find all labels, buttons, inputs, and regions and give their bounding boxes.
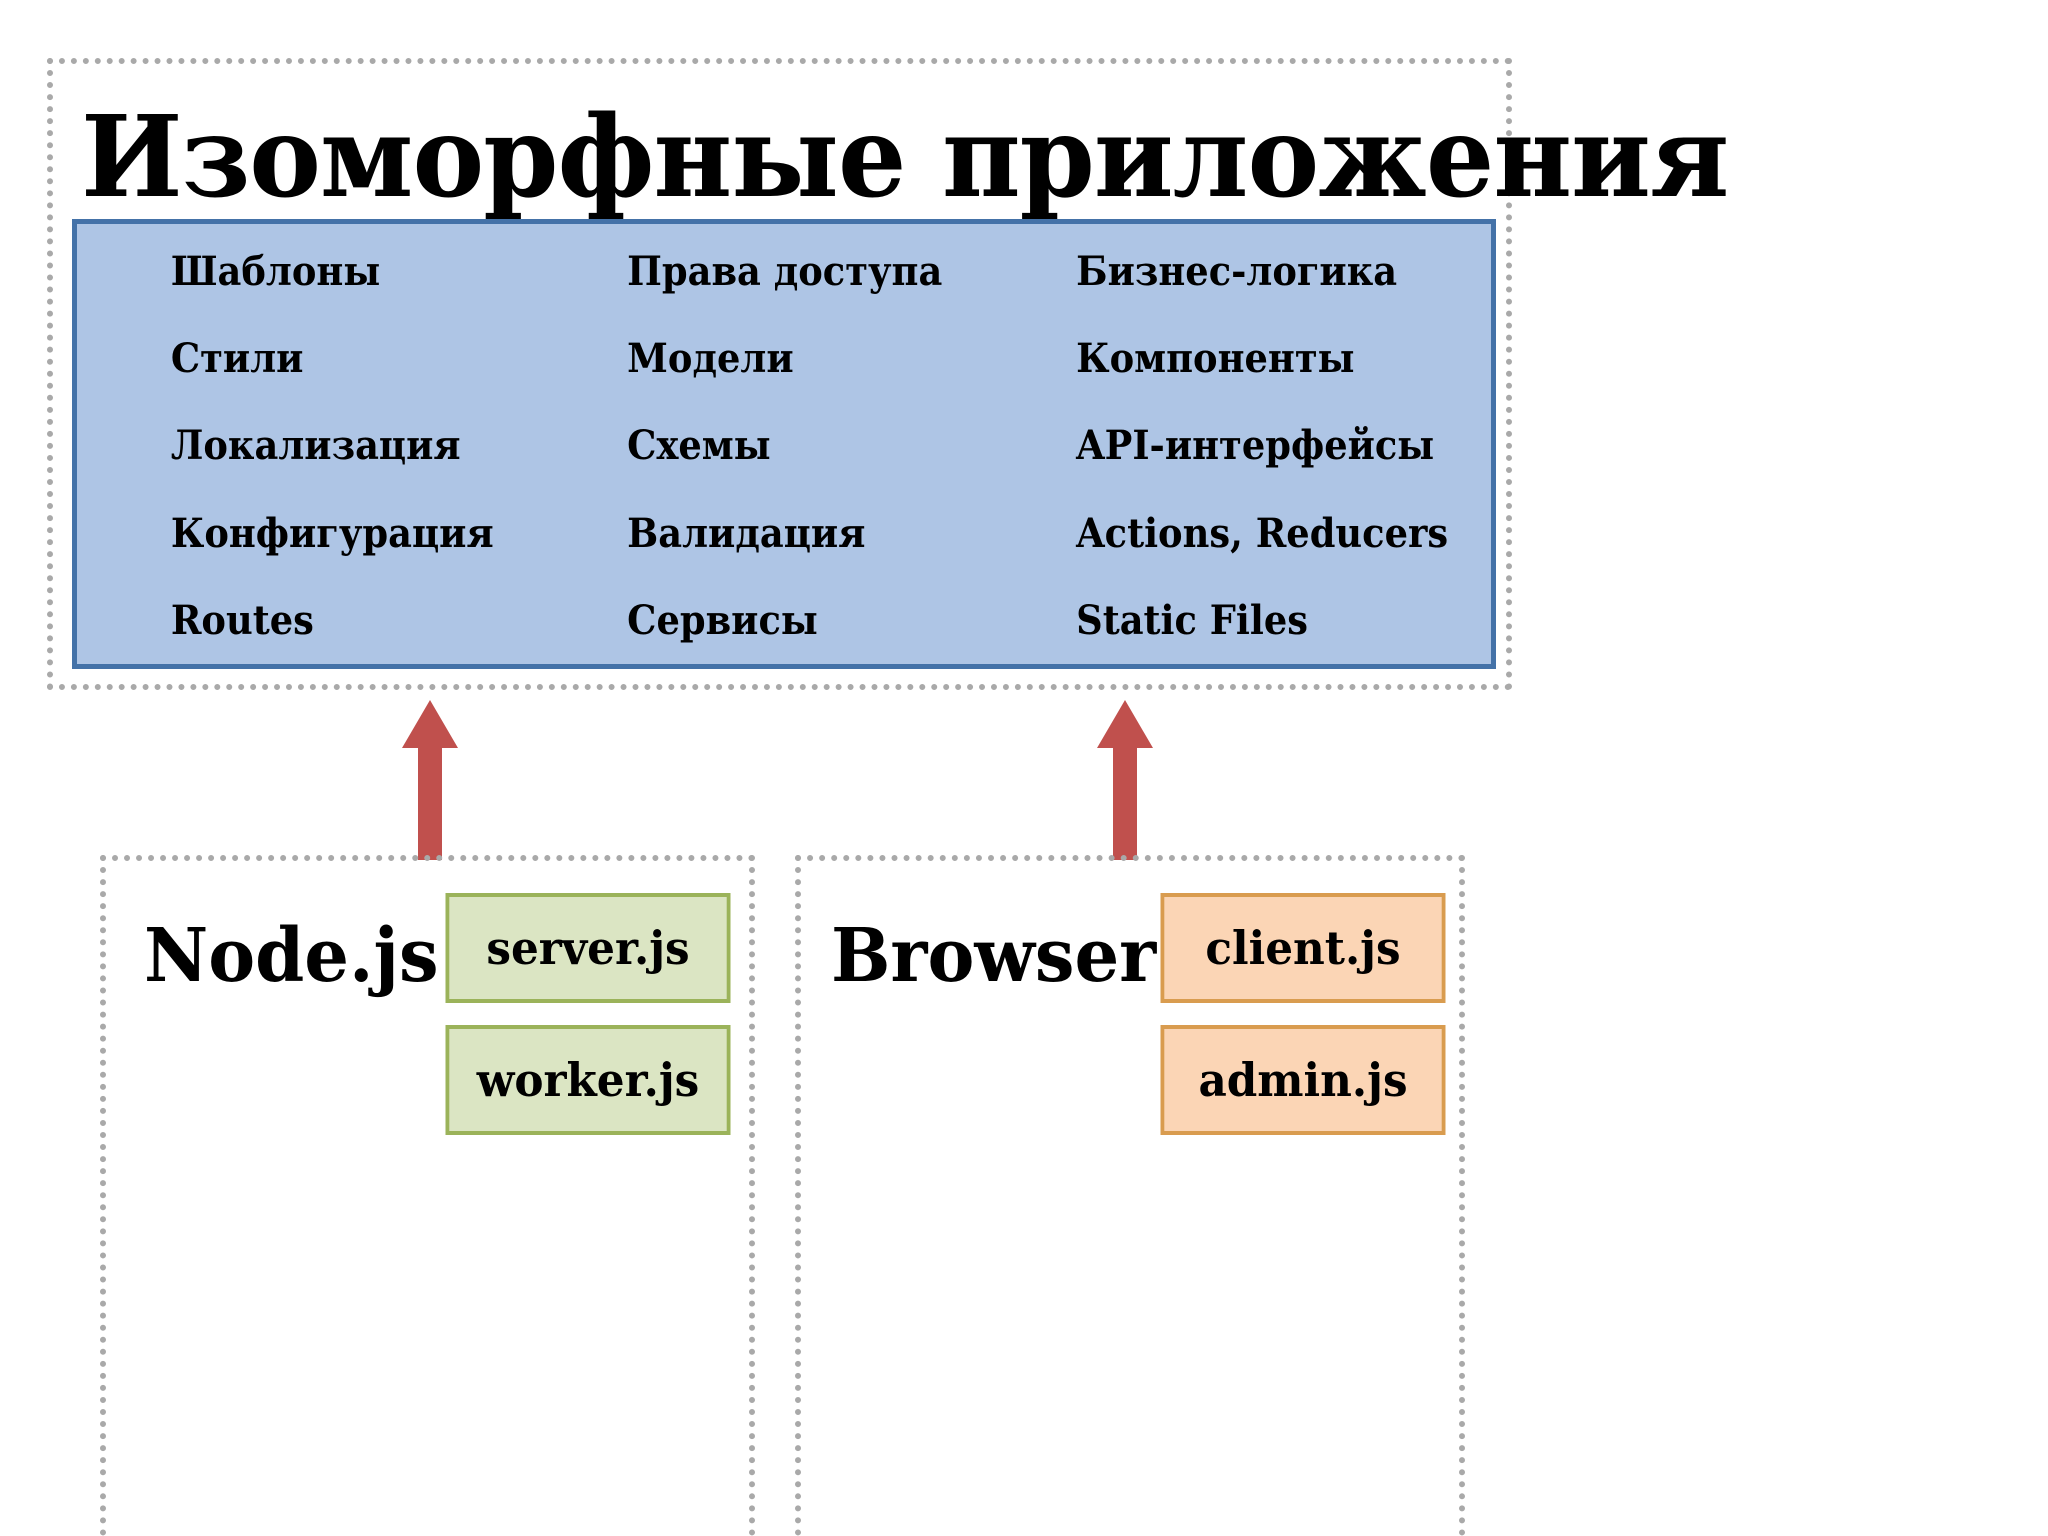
file-box-worker-js[interactable]: worker.js xyxy=(445,1025,731,1135)
isomorphic-app-frame: Изоморфные приложения Шаблоны Права дост… xyxy=(47,58,1729,690)
shared-item: Стили xyxy=(170,335,304,383)
shared-item: Static Files xyxy=(1076,596,1308,644)
browser-runtime-frame: Browser client.js admin.js xyxy=(795,855,1465,1536)
file-box-client-js[interactable]: client.js xyxy=(1160,893,1446,1003)
file-box-server-js[interactable]: server.js xyxy=(445,893,731,1003)
shared-item: Actions, Reducers xyxy=(1076,509,1449,557)
file-box-admin-js[interactable]: admin.js xyxy=(1160,1025,1446,1135)
shared-item: Модели xyxy=(627,335,794,383)
runtime-label-browser: Browser xyxy=(831,913,1157,999)
shared-item: Шаблоны xyxy=(170,248,381,296)
shared-item: Сервисы xyxy=(627,596,818,644)
runtime-label-node: Node.js xyxy=(144,913,439,999)
shared-item: API-интерфейсы xyxy=(1076,422,1435,470)
node-runtime-frame: Node.js server.js worker.js xyxy=(100,855,755,1536)
shared-item: Схемы xyxy=(627,422,771,470)
shared-item: Валидация xyxy=(627,509,866,557)
shared-item: Конфигурация xyxy=(170,509,494,557)
shared-item: Бизнес-логика xyxy=(1076,248,1398,296)
arrow-up-icon xyxy=(1097,700,1153,860)
shared-item: Локализация xyxy=(170,422,461,470)
shared-item: Компоненты xyxy=(1076,335,1355,383)
shared-item: Routes xyxy=(170,596,314,644)
page-title: Изоморфные приложения xyxy=(81,92,1729,223)
arrow-up-icon xyxy=(402,700,458,860)
shared-item: Права доступа xyxy=(627,248,943,296)
shared-code-grid: Шаблоны Права доступа Бизнес-логика Стил… xyxy=(77,224,1491,664)
browser-file-list: client.js admin.js xyxy=(1153,893,1453,1157)
node-file-list: server.js worker.js xyxy=(438,893,738,1157)
shared-code-panel: Шаблоны Права доступа Бизнес-логика Стил… xyxy=(72,219,1496,669)
